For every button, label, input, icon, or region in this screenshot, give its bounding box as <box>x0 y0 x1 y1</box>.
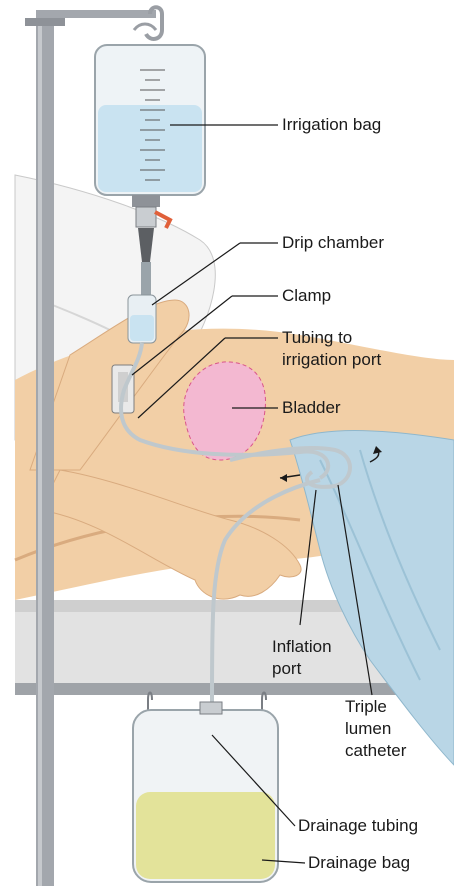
label-inflation-line1: Inflation <box>272 637 332 657</box>
label-triple-line1: Triple <box>345 697 387 717</box>
label-drainage-tubing: Drainage tubing <box>298 816 418 836</box>
label-clamp: Clamp <box>282 286 331 306</box>
irrigation-bag <box>95 24 205 228</box>
label-bladder: Bladder <box>282 398 341 418</box>
label-irrigation-bag: Irrigation bag <box>282 115 381 135</box>
label-drip-chamber: Drip chamber <box>282 233 384 253</box>
drainage-bag <box>133 693 278 883</box>
label-inflation-line2: port <box>272 659 301 679</box>
label-tubing-line1: Tubing to <box>282 328 352 348</box>
label-tubing-line2: irrigation port <box>282 350 381 370</box>
label-triple-line3: catheter <box>345 741 406 761</box>
label-drainage-bag: Drainage bag <box>308 853 410 873</box>
label-triple-line2: lumen <box>345 719 391 739</box>
irrigation-fluid <box>98 105 202 192</box>
drainage-fluid <box>136 792 275 879</box>
